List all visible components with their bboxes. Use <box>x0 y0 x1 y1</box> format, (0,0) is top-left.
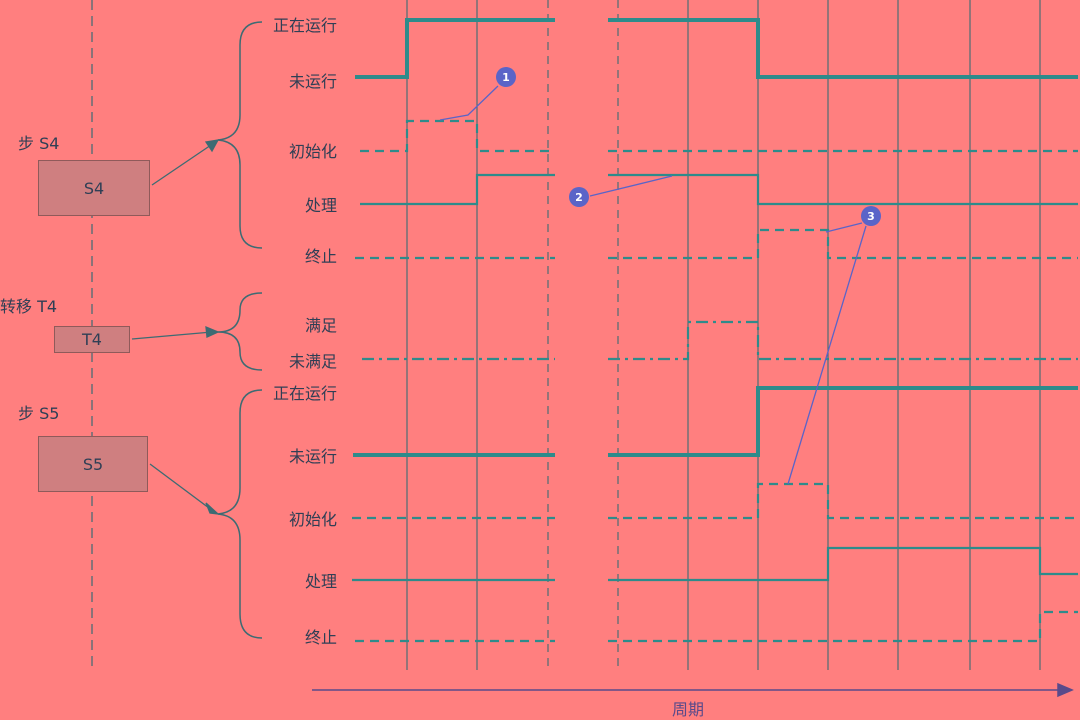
step-s4-box: S4 <box>38 160 150 216</box>
s5-init-label: 初始化 <box>288 510 337 529</box>
s5-init-trace-b <box>608 482 1078 520</box>
step-s4-caption: 步 S4 <box>18 134 60 153</box>
step-s5-box: S5 <box>38 436 148 492</box>
s4-run-trace-a <box>355 18 555 79</box>
s5-process-trace-b <box>608 546 1078 582</box>
s4-terminate-label: 终止 <box>304 247 337 266</box>
s4-not-running-label: 未运行 <box>288 72 337 91</box>
connector-arrows <box>131 139 220 515</box>
s4-process-trace-b <box>608 173 1078 206</box>
callout-marker-3: 3 <box>861 206 881 226</box>
callout-leaders <box>439 85 867 485</box>
s4-term-trace-b <box>608 228 1078 260</box>
t4-not-satisfied-label: 未满足 <box>288 352 337 371</box>
t4-satisfied-label: 满足 <box>304 316 337 335</box>
time-axis-label: 周期 <box>672 700 705 719</box>
transition-t4-caption: 转移 T4 <box>0 297 58 316</box>
s4-process-trace-a <box>360 173 555 206</box>
s5-term-trace-b <box>608 610 1078 643</box>
callout-marker-2: 2 <box>569 187 589 207</box>
s4-process-label: 处理 <box>304 196 337 215</box>
time-axis-arrow <box>312 682 1074 698</box>
t4-trace-b <box>608 320 1078 361</box>
signal-traces <box>352 18 1078 643</box>
s5-not-running-label: 未运行 <box>288 447 337 466</box>
s5-process-label: 处理 <box>304 572 337 591</box>
step-s5-caption: 步 S5 <box>18 404 60 423</box>
time-grid <box>406 0 1041 670</box>
s4-init-label: 初始化 <box>288 142 337 161</box>
s5-terminate-label: 终止 <box>304 628 337 647</box>
s4-init-trace-a <box>360 119 555 153</box>
callout-marker-1: 1 <box>496 67 516 87</box>
s4-run-trace-b <box>608 18 1078 79</box>
transition-t4-box: T4 <box>54 326 130 353</box>
s5-running-label: 正在运行 <box>272 384 337 403</box>
s4-running-label: 正在运行 <box>272 16 337 35</box>
s5-run-trace-b <box>608 386 1078 457</box>
